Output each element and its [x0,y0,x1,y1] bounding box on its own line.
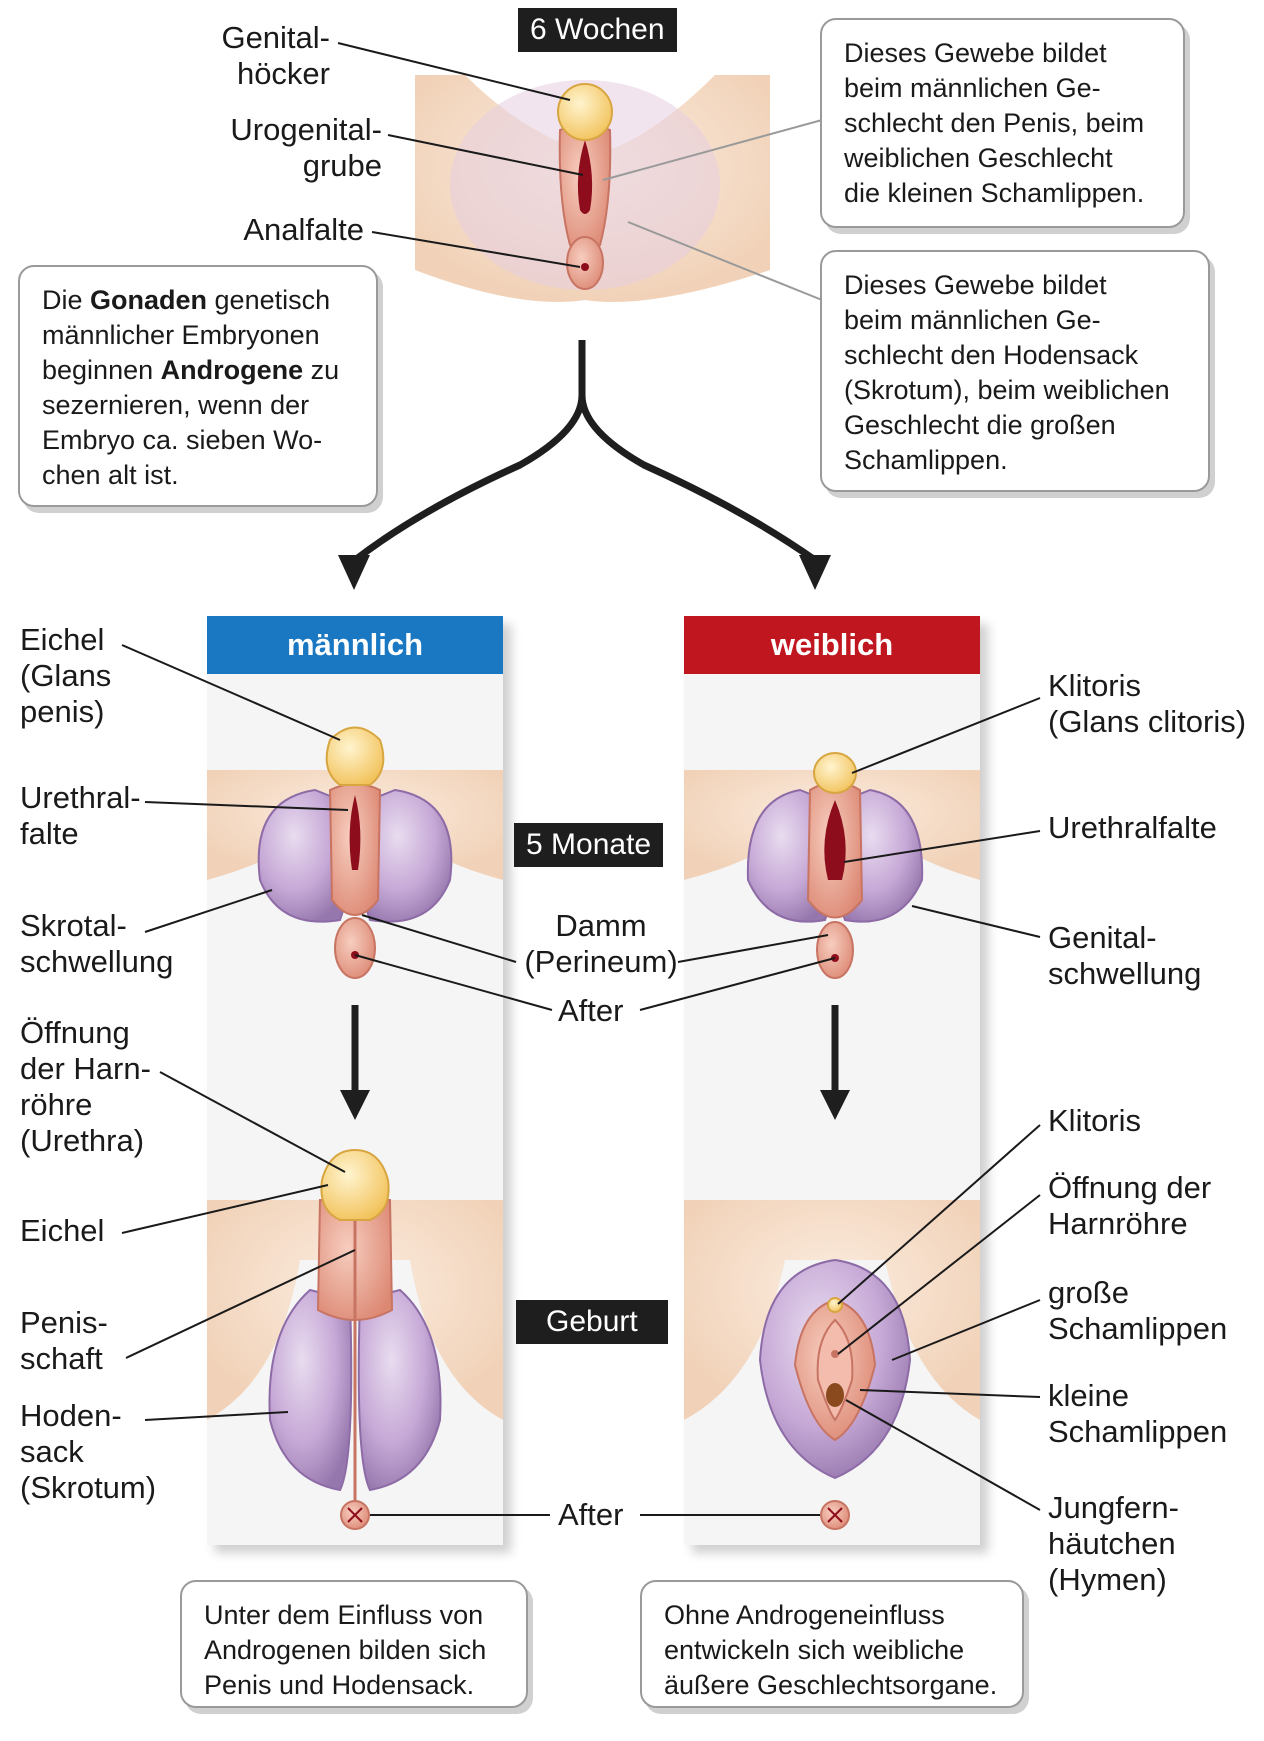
label-urogenital-groove: Urogenital- grube [230,112,382,183]
fork-arrow [352,340,818,563]
label-male-scrotum: Hoden- sack (Skrotum) [20,1398,157,1505]
label-anus-5-months: After [558,993,624,1028]
label-male-shaft: Penis- schaft [20,1305,108,1376]
label-male-urethral-fold: Urethral- falte [20,780,141,851]
caption-female: Ohne Androgeneinfluss entwickeln sich we… [640,1580,1024,1708]
label-anus-birth: After [558,1497,624,1532]
label-female-clitoris-birth: Klitoris [1048,1103,1142,1138]
arrow-head-female [799,555,831,590]
caption-male: Unter dem Einfluss von Androgenen bilden… [180,1580,528,1708]
female-header: weiblich [684,616,980,674]
stage-label-5-months: 5 Monate [514,823,664,867]
label-female-clitoris: Klitoris (Glans clitoris) [1048,668,1247,739]
male-header: männlich [207,616,503,674]
male-birth [207,1148,503,1530]
label-female-genital-swelling: Genital- schwellung [1048,920,1202,991]
stage-label-6-weeks: 6 Wochen [518,8,677,52]
label-male-urethra-opening: Öffnung der Harn- röhre (Urethra) [20,1015,151,1158]
label-female-urethra-opening: Öffnung der Harnröhre [1048,1170,1212,1241]
embryo-6-weeks [415,75,770,302]
label-female-labia-minora: kleine Schamlippen [1048,1378,1228,1449]
callout-penis-tissue: Dieses Gewebe bildet beim männlichen Ge-… [820,18,1185,228]
label-female-hymen: Jungfern- häutchen (Hymen) [1048,1490,1179,1597]
arrow-head-male [338,555,370,590]
label-male-glans-birth: Eichel [20,1213,105,1248]
label-male-glans: Eichel (Glans penis) [20,622,112,729]
down-arrows [340,1005,850,1120]
label-anal-fold: Analfalte [243,212,364,247]
stage-label-birth: Geburt [516,1300,668,1344]
callout-scrotum-tissue: Dieses Gewebe bildet beim männlichen Ge-… [820,250,1210,492]
label-female-labia-majora: große Schamlippen [1048,1275,1228,1346]
label-genital-tubercle: Genital- höcker [221,20,330,91]
callout-gonads: Die Gonaden genetisch männlicher Embryon… [18,265,378,507]
male-5-months [207,726,503,979]
female-5-months [684,752,980,979]
label-male-scrotal-swelling: Skrotal- schwellung [20,908,174,979]
label-female-urethral-fold: Urethralfalte [1048,810,1217,845]
female-birth [684,1200,980,1530]
leader-lines [121,42,1041,1516]
label-perineum: Damm (Perineum) [524,908,678,979]
